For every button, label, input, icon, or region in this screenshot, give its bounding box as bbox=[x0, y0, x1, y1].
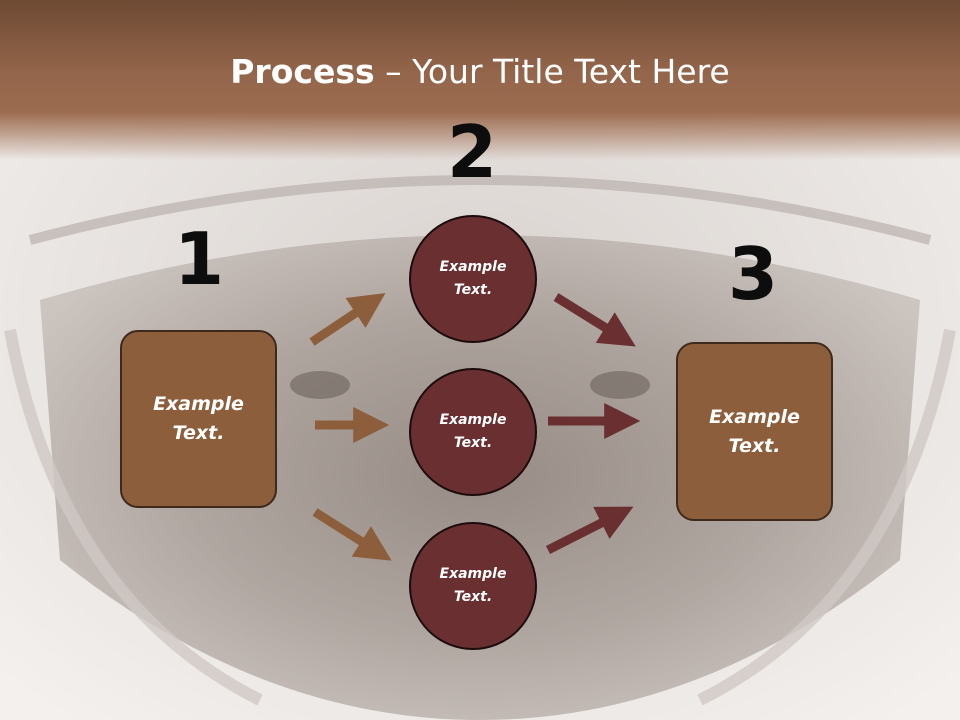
circle-bottom-text: Example Text. bbox=[439, 566, 507, 605]
title-band bbox=[0, 0, 960, 160]
page-title: Process – Your Title Text Here bbox=[0, 52, 960, 91]
circle-bottom: Example Text. bbox=[409, 522, 537, 650]
arrow-left-to-top bbox=[309, 293, 386, 346]
circle-middle-text: Example Text. bbox=[439, 412, 507, 451]
left-box-text: Example Text. bbox=[153, 393, 244, 444]
arrow-top-to-right bbox=[553, 293, 636, 347]
circle-top-text: Example Text. bbox=[439, 259, 507, 298]
arrow-left-to-bottom bbox=[312, 508, 392, 561]
circle-middle: Example Text. bbox=[409, 368, 537, 496]
title-rest-part: – Your Title Text Here bbox=[374, 52, 730, 91]
title-bold-part: Process bbox=[230, 52, 375, 91]
step-number-3: 3 bbox=[727, 232, 779, 316]
arrow-bottom-to-right bbox=[545, 506, 634, 555]
circle-top: Example Text. bbox=[409, 215, 537, 343]
right-box-text: Example Text. bbox=[709, 405, 800, 457]
left-process-box: Example Text. bbox=[120, 330, 277, 508]
step-number-1: 1 bbox=[173, 217, 225, 301]
step-number-2: 2 bbox=[446, 110, 498, 194]
right-process-box: Example Text. bbox=[676, 342, 833, 521]
